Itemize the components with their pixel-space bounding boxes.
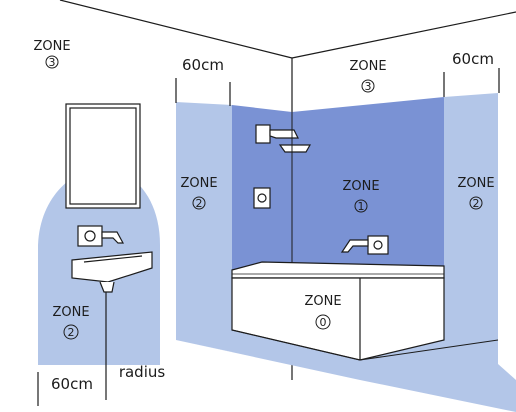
zone-0-label: ZONE 0 (304, 294, 342, 330)
zone-2-floor-area (176, 322, 516, 412)
zone-2-right-area (444, 93, 498, 380)
zone-number-ring (63, 324, 79, 340)
zone-2-left-wall-label: ZONE 2 (180, 176, 217, 210)
basin-icon (71, 251, 153, 293)
zone-1-label: ZONE 1 (342, 179, 379, 213)
zone-number: 0 (320, 316, 327, 329)
right-width-label: 60cm (452, 50, 494, 68)
zone-word: ZONE (304, 294, 341, 309)
zone-number-ring (45, 55, 59, 69)
zone-word: ZONE (33, 39, 70, 54)
zone-number: 3 (365, 80, 372, 93)
floor-edge (231, 329, 499, 361)
bathtub-icon (231, 261, 445, 361)
zone-2-right-label: ZONE 2 (457, 176, 494, 210)
shower-head-icon (255, 124, 312, 153)
bath-tap-icon (340, 235, 389, 255)
zone-number-ring (361, 79, 375, 93)
zone-number-ring (315, 314, 331, 330)
right-dimension-guides (443, 68, 500, 97)
shower-control-icon (253, 187, 271, 209)
left-width-label: 60cm (182, 56, 224, 74)
mirror-icon (65, 103, 141, 209)
zone-2-basin-label: ZONE 2 (52, 305, 90, 340)
zone-3-left-label: ZONE 3 (33, 39, 70, 69)
zone-word: ZONE (349, 59, 386, 74)
zone-number-ring (469, 196, 483, 210)
zone-word: ZONE (457, 176, 494, 191)
zone-number: 2 (196, 197, 203, 210)
zone-3-center-label: ZONE 3 (349, 59, 386, 93)
zone-word: ZONE (52, 305, 89, 320)
zone-number: 1 (358, 200, 365, 213)
zone-number: 3 (49, 56, 56, 69)
zone-number-ring (354, 199, 368, 213)
zone-number: 2 (473, 197, 480, 210)
basin-radius-value: 60cm (51, 375, 93, 393)
zone-word: ZONE (180, 176, 217, 191)
radius-guide (37, 292, 107, 406)
zone-word: ZONE (342, 179, 379, 194)
basin-tap-icon (77, 225, 125, 247)
left-dimension-guides (175, 78, 231, 106)
zone-number-ring (192, 196, 206, 210)
zone-number: 2 (68, 326, 75, 339)
zone-2-left-area (176, 102, 232, 352)
basin-radius-word: radius (119, 363, 166, 381)
